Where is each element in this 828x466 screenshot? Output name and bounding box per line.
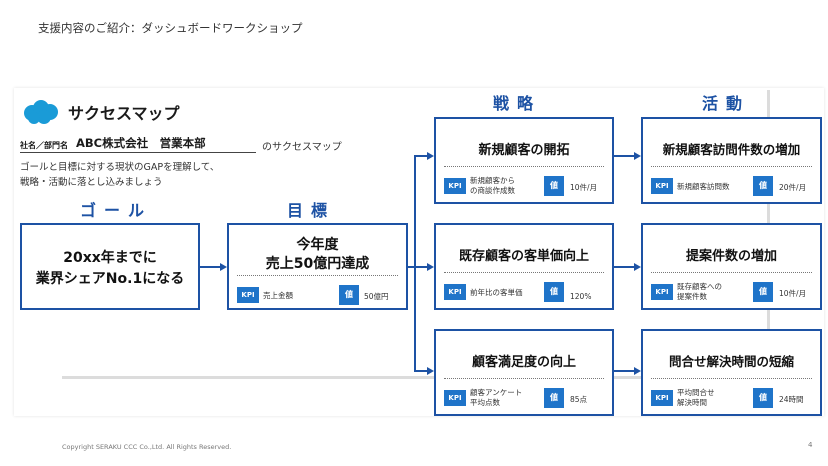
strategy-box-3: 顧客満足度の向上 KPI 顧客アンケート 平均点数 値 85点 xyxy=(434,329,614,416)
strategy-2-value-tag: 値 xyxy=(544,282,564,302)
intro-line-1: ゴールと目標に対する現状のGAPを理解して、 xyxy=(20,162,220,173)
activity-2-title: 提案件数の増加 xyxy=(685,249,777,264)
connector-target-stub xyxy=(408,266,415,268)
activity-box-2: 提案件数の増加 KPI 既存顧客への 提案件数 値 10件/月 xyxy=(641,223,822,310)
slide-title: 支援内容のご紹介：ダッシュボードワークショップ xyxy=(38,21,303,35)
strategy-2-kpi-line-1: 前年比の客単価 xyxy=(470,288,523,297)
intro-text: ゴールと目標に対する現状のGAPを理解して、 戦略・活動に落とし込みましょう xyxy=(20,160,270,190)
strategy-3-kpi-tag: KPI xyxy=(444,390,466,406)
activity-1-kpi-tag: KPI xyxy=(651,178,673,194)
strategy-3-title: 顧客満足度の向上 xyxy=(471,355,576,370)
activity-box-1: 新規顧客訪問件数の増加 KPI 新規顧客訪問数 値 20件/月 xyxy=(641,117,822,204)
activity-2-kpi-line-2: 提案件数 xyxy=(677,292,707,301)
company-label: 社名／部門名 xyxy=(20,141,68,150)
connector-strategy-2-line xyxy=(414,266,427,268)
page-number: 4 xyxy=(808,441,813,449)
goal-line-2: 業界シェアNo.1になる xyxy=(35,271,185,287)
arrow-activity-2-head xyxy=(634,263,641,271)
target-value: 50億円 xyxy=(364,292,389,301)
copyright: Copyright SERAKU CCC Co.,Ltd. All Rights… xyxy=(62,443,232,451)
activity-1-value: 20件/月 xyxy=(779,183,807,192)
activity-2-value: 10件/月 xyxy=(779,289,807,298)
target-line-1: 今年度 xyxy=(296,237,339,253)
strategy-3-kpi-line-2: 平均点数 xyxy=(470,398,500,407)
activity-2-value-tag: 値 xyxy=(753,282,773,302)
strategy-3-value-tag: 値 xyxy=(544,388,564,408)
strategy-3-value: 85点 xyxy=(570,395,588,404)
activity-3-divider xyxy=(651,378,812,379)
activity-3-kpi-tag: KPI xyxy=(651,390,673,406)
strategy-2-title: 既存顧客の客単価向上 xyxy=(458,249,589,264)
activity-2-divider xyxy=(651,272,812,273)
connector-strategy-3-head xyxy=(427,367,434,375)
connector-strategy-3-line xyxy=(414,370,427,372)
activity-3-title: 問合せ解決時間の短縮 xyxy=(668,354,794,369)
strategy-2-kpi-tag: KPI xyxy=(444,284,466,300)
target-value-tag: 値 xyxy=(339,285,359,305)
activity-1-kpi-line-1: 新規顧客訪問数 xyxy=(677,182,730,191)
strategy-1-value: 10件/月 xyxy=(570,183,598,192)
strategy-1-title: 新規顧客の開拓 xyxy=(478,143,570,158)
section-goal: ゴール xyxy=(80,201,153,220)
company-row: 社名／部門名 ABC株式会社 営業本部 xyxy=(20,133,206,151)
goal-box: 20xx年までに 業界シェアNo.1になる xyxy=(20,223,200,310)
strategy-3-divider xyxy=(444,378,604,379)
salesforce-cloud-icon xyxy=(24,100,58,124)
connector-vertical xyxy=(414,155,416,372)
activity-1-title: 新規顧客訪問件数の増加 xyxy=(662,142,801,157)
arrow-activity-2-line xyxy=(614,266,634,268)
activity-1-value-tag: 値 xyxy=(753,176,773,196)
arrow-goal-target-head xyxy=(220,263,227,271)
section-target: 目標 xyxy=(287,201,336,220)
goal-line-1: 20xx年までに xyxy=(63,250,157,266)
activity-3-value-tag: 値 xyxy=(753,388,773,408)
arrow-goal-target-line xyxy=(200,266,220,268)
target-kpi-tag: KPI xyxy=(237,287,259,303)
map-title: サクセスマップ xyxy=(68,104,180,123)
strategy-1-kpi-line-1: 新規顧客から xyxy=(470,176,515,185)
strategy-3-kpi-line-1: 顧客アンケート xyxy=(470,388,523,397)
connector-strategy-1-line xyxy=(414,155,427,157)
strategy-1-kpi-tag: KPI xyxy=(444,178,466,194)
strategy-box-2: 既存顧客の客単価向上 KPI 前年比の客単価 値 120% xyxy=(434,223,614,310)
activity-box-3: 問合せ解決時間の短縮 KPI 平均問合せ 解決時間 値 24時間 xyxy=(641,329,822,416)
section-strategy: 戦略 xyxy=(493,94,542,113)
activity-3-value: 24時間 xyxy=(779,395,804,404)
strategy-1-divider xyxy=(444,166,604,167)
target-divider xyxy=(237,275,398,276)
connector-strategy-2-head xyxy=(427,263,434,271)
section-activity: 活動 xyxy=(702,94,751,113)
intro-line-2: 戦略・活動に落とし込みましょう xyxy=(20,177,163,188)
company-name: ABC株式会社 営業本部 xyxy=(76,136,206,150)
strategy-2-value: 120% xyxy=(570,292,592,301)
target-box: 今年度 売上50億円達成 KPI 売上金額 値 50億円 xyxy=(227,223,408,310)
company-underline xyxy=(20,152,256,153)
arrow-activity-3-line xyxy=(614,370,634,372)
target-kpi: 売上金額 xyxy=(263,291,293,300)
activity-2-kpi-line-1: 既存顧客への xyxy=(677,282,722,291)
strategy-2-divider xyxy=(444,272,604,273)
arrow-activity-3-head xyxy=(634,367,641,375)
strategy-1-kpi-line-2: の商談作成数 xyxy=(470,186,515,195)
activity-3-kpi-line-2: 解決時間 xyxy=(677,398,707,407)
strategy-1-value-tag: 値 xyxy=(544,176,564,196)
company-suffix: のサクセスマップ xyxy=(262,142,342,153)
arrow-activity-1-line xyxy=(614,155,634,157)
target-line-2: 売上50億円達成 xyxy=(265,256,370,272)
activity-1-divider xyxy=(651,166,812,167)
strategy-box-1: 新規顧客の開拓 KPI 新規顧客から の商談作成数 値 10件/月 xyxy=(434,117,614,204)
activity-2-kpi-tag: KPI xyxy=(651,284,673,300)
connector-strategy-1-head xyxy=(427,152,434,160)
bottom-track-line xyxy=(62,376,778,379)
arrow-activity-1-head xyxy=(634,152,641,160)
activity-3-kpi-line-1: 平均問合せ xyxy=(677,388,715,397)
